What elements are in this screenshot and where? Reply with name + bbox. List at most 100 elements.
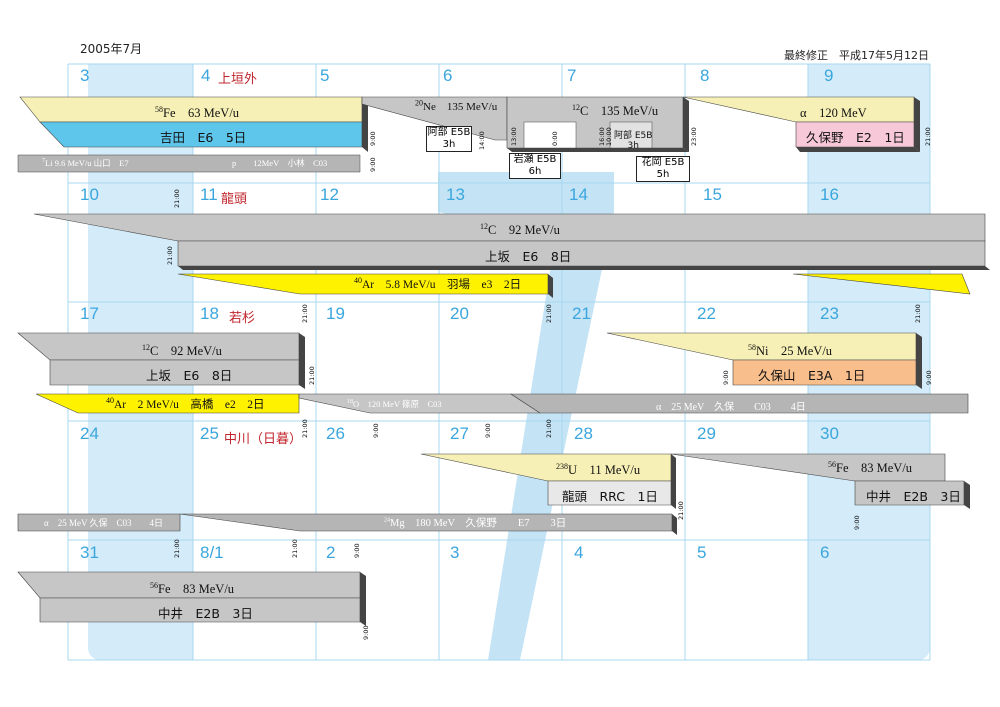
week3-beams — [17, 332, 969, 414]
day-6: 6 — [443, 66, 453, 85]
o18-band — [298, 393, 542, 414]
day-28: 28 — [574, 424, 593, 443]
time-21-w4b: 21:00 — [173, 539, 181, 558]
day-22: 22 — [697, 304, 716, 323]
alpha120-user-label: 久保野 E2 1日 — [806, 130, 905, 145]
day-14: 14 — [569, 185, 588, 204]
mg24-label: 24Mg 180 MeV 久保野 E7 3日 — [384, 517, 567, 530]
day-21: 21 — [572, 304, 591, 323]
time-21-w4c: 21:00 — [291, 539, 299, 558]
alpha120-beam-band — [682, 96, 915, 123]
ni58-beam-label: 58Ni 25 MeV/u — [748, 342, 833, 358]
day-aug-6: 6 — [820, 543, 830, 562]
c12-w1-beam-label: 12C 135 MeV/u — [572, 102, 659, 118]
time-9-w3d: 9:00 — [484, 423, 492, 438]
day-12: 12 — [320, 185, 339, 204]
day-9: 9 — [824, 66, 834, 85]
revision-date: 最終修正 平成17年5月12日 — [784, 49, 929, 62]
day-4: 4 — [201, 66, 211, 85]
day-8: 8 — [700, 66, 710, 85]
day-13: 13 — [446, 185, 465, 204]
time-23-w1: 23:00 — [690, 127, 698, 146]
alpha25-w4-label: α 25 MeV 久保 C03 4日 — [44, 518, 164, 528]
day-23: 23 — [820, 304, 839, 323]
day-aug-4: 4 — [574, 543, 584, 562]
time-0-w1: 0:00 — [551, 131, 559, 146]
calendar-grid — [67, 63, 931, 661]
time-9-w5: 9:00 — [362, 625, 370, 640]
time-9-w3a: 9:00 — [722, 370, 730, 385]
time-21-w4a: 21:00 — [677, 501, 685, 520]
duty-name-4: 上垣外 — [218, 72, 258, 87]
week5-beams — [17, 571, 366, 626]
ar40-w3-label: 40Ar 2 MeV/u 高橋 e2 2日 — [106, 396, 265, 411]
o18-label: 18O 120 MeV 篠原 C03 — [347, 399, 442, 409]
week2-beams — [33, 213, 990, 298]
week4-beams — [17, 453, 970, 535]
day-29: 29 — [697, 424, 716, 443]
fe58-user-label: 吉田 E6 5日 — [160, 130, 247, 145]
duty-name-25: 中川（日暮） — [224, 432, 303, 447]
fe56-w5-user-label: 中井 E2B 3日 — [158, 606, 253, 621]
duty-name-18: 若杉 — [229, 311, 256, 326]
time-21-w2e: 21:00 — [914, 304, 922, 323]
day-26: 26 — [326, 424, 345, 443]
c12-w3-user-label: 上坂 E6 8日 — [146, 368, 233, 383]
day-11: 11 — [200, 185, 218, 204]
li-label: 7Li 9.6 MeV/u 山口 E7 — [42, 158, 129, 168]
u238-beam-label: 238U 11 MeV/u — [556, 461, 641, 477]
alpha25-w4-band — [17, 513, 181, 532]
time-13-w1: 13:00 — [510, 127, 518, 146]
duty-name-11: 龍頭 — [221, 192, 248, 207]
u238-user-label: 龍頭 RRC 1日 — [562, 489, 658, 504]
fe56-w4-user-label: 中井 E2B 3日 — [866, 489, 961, 504]
day-15: 15 — [703, 185, 722, 204]
ar40-w3-band — [35, 393, 300, 414]
time-9-w1: 9:00 — [369, 131, 377, 146]
time-10-w1: 10:00 — [605, 127, 613, 146]
c12-w2-beam-label: 12C 92 MeV/u — [480, 221, 560, 237]
time-9-w3b: 9:00 — [925, 370, 933, 385]
day-30: 30 — [820, 424, 839, 443]
day-aug-3: 3 — [450, 543, 460, 562]
time-9-w3c: 9:00 — [372, 423, 380, 438]
maintenance-stripe — [438, 172, 614, 660]
ar40-w2-label: 40Ar 5.8 MeV/u 羽場 e3 2日 — [354, 276, 522, 291]
time-21-w2a: 21:00 — [173, 189, 181, 208]
day-24: 24 — [80, 424, 99, 443]
fe56-w4-beam-label: 56Fe 83 MeV/u — [828, 459, 913, 475]
ni58-user-label: 久保山 E3A 1日 — [758, 368, 866, 383]
time-21-w1: 21:00 — [924, 127, 932, 146]
time-21-w2d: 21:00 — [545, 304, 553, 323]
time-9b-w1: 9:00 — [369, 157, 377, 172]
day-aug-2: 2 — [326, 543, 336, 562]
day-19: 19 — [326, 304, 345, 323]
day-aug-5: 5 — [697, 543, 707, 562]
day-16: 16 — [820, 185, 839, 204]
fe58-beam-label: 58Fe 63 MeV/u — [155, 104, 240, 120]
time-21-w2b: 21:00 — [166, 246, 174, 265]
ne20-beam-label: 20Ne 135 MeV/u — [415, 98, 498, 113]
continuing-yellow-band — [792, 273, 971, 295]
day-8-1: 8/1 — [200, 543, 224, 562]
time-21-w3a: 21:00 — [308, 366, 316, 385]
day-18: 18 — [200, 304, 219, 323]
time-21-w3c: 21:00 — [545, 419, 553, 438]
day-5: 5 — [320, 66, 330, 85]
day-10: 10 — [80, 185, 99, 204]
alpha25-w3-band — [509, 393, 969, 414]
fe56-w5-beam-label: 56Fe 83 MeV/u — [150, 580, 235, 596]
month-title: 2005年7月 — [80, 42, 143, 56]
time-9-w4: 9:00 — [853, 515, 861, 530]
c12-w2-user-label: 上坂 E6 8日 — [485, 249, 572, 264]
day-7: 7 — [567, 66, 577, 85]
li-p-band — [17, 154, 361, 173]
alpha25-w3-label: α 25 MeV 久保 C03 4日 — [656, 402, 806, 413]
day-20: 20 — [450, 304, 469, 323]
day-31: 31 — [80, 543, 99, 562]
